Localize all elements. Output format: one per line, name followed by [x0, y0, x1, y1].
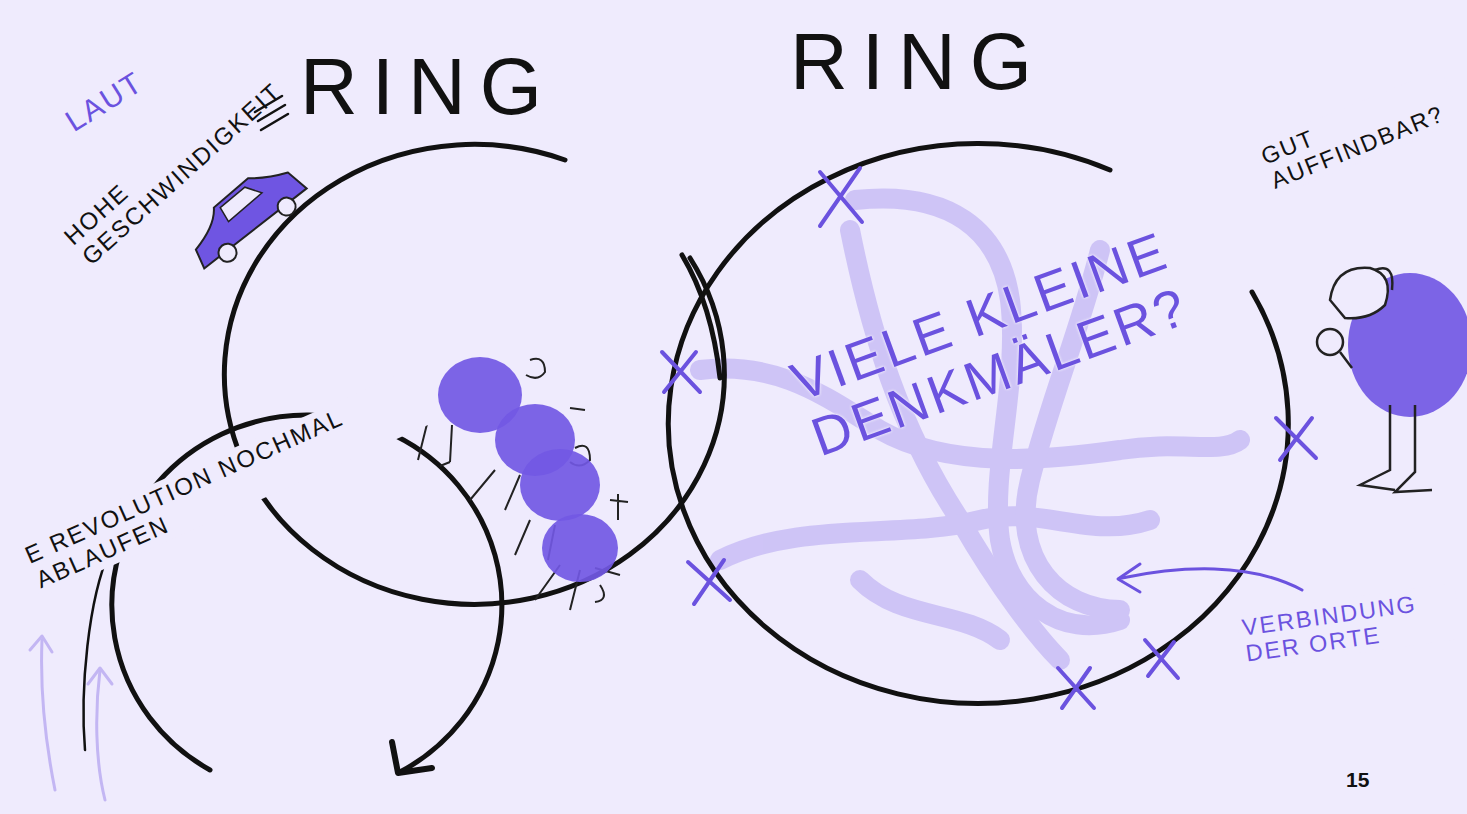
note-label: GUT AUFFINDBAR? [1253, 69, 1462, 197]
note-label: LAUT [59, 51, 170, 138]
motion-arrows [30, 636, 112, 800]
ring-heading: RING [300, 43, 630, 131]
searching-person [1317, 268, 1467, 492]
ring-heading: RING [790, 18, 1120, 106]
callout-arrow [1122, 569, 1302, 590]
note-label: VERBINDUNG DER ORTE [1236, 583, 1462, 669]
connection-paths [700, 198, 1240, 660]
leader-arrow [84, 550, 110, 750]
location-marks [662, 168, 1316, 708]
page-number: 15 [1346, 768, 1386, 792]
ring-body-text: VIELE KLEINE DENKMÄLER? [754, 210, 1227, 479]
callout-arrow-head [1118, 564, 1140, 592]
arrowhead [392, 742, 432, 773]
walking-people [418, 357, 628, 610]
ring-region: RING [200, 35, 740, 605]
ring-region: RING VIELE KLEINE DENKMÄLER? [665, 10, 1305, 725]
